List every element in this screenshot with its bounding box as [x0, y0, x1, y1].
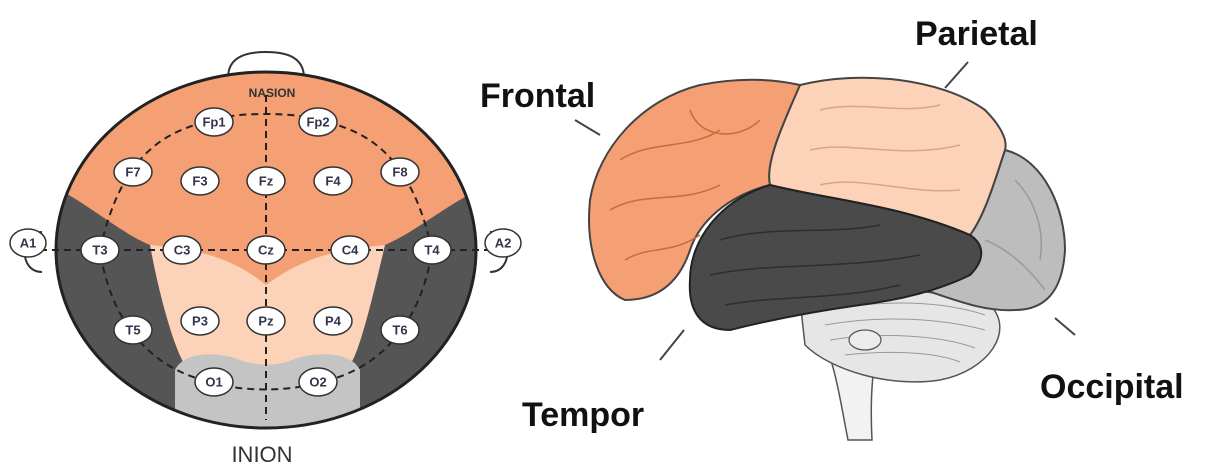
electrode-fp2: Fp2: [299, 108, 337, 136]
temporal-label: Tempor: [522, 396, 644, 434]
frontal-pointer: [575, 120, 600, 135]
electrode-t5: T5: [114, 316, 152, 344]
occipital-label: Occipital: [1040, 368, 1184, 406]
electrode-f7: F7: [114, 158, 152, 186]
electrode-label: P4: [325, 314, 342, 329]
electrode-label: O2: [309, 375, 326, 390]
electrode-t3: T3: [81, 236, 119, 264]
electrode-fp1: Fp1: [195, 108, 233, 136]
electrode-c3: C3: [163, 236, 201, 264]
electrode-cz: Cz: [247, 236, 285, 264]
parietal-pointer: [945, 62, 968, 88]
electrode-label: A2: [495, 236, 512, 251]
electrode-label: P3: [192, 314, 208, 329]
electrode-label: Pz: [258, 314, 274, 329]
electrode-label: T6: [392, 323, 407, 338]
electrode-label: Fz: [259, 174, 274, 189]
electrode-o1: O1: [195, 368, 233, 396]
occipital-pointer: [1055, 318, 1075, 335]
electrode-label: C3: [174, 243, 191, 258]
electrode-o2: O2: [299, 368, 337, 396]
electrode-label: O1: [205, 375, 222, 390]
electrode-label: T5: [125, 323, 140, 338]
parietal-label: Parietal: [915, 15, 1038, 53]
electrode-f3: F3: [181, 167, 219, 195]
electrode-label: F4: [325, 174, 341, 189]
electrode-label: Fp2: [306, 115, 329, 130]
temporal-pointer: [660, 330, 684, 360]
electrode-p4: P4: [314, 307, 352, 335]
electrode-label: Fp1: [202, 115, 225, 130]
electrode-a1: A1: [10, 229, 46, 257]
electrode-t6: T6: [381, 316, 419, 344]
brain-side-view: Frontal Parietal Tempor Occipital: [480, 15, 1184, 440]
inion-label: INION: [231, 442, 292, 467]
electrode-label: C4: [342, 243, 359, 258]
eeg-head-map: NASION Fp1 Fp2 F7 F3 Fz F4 F8 A1 T3 C3 C…: [10, 52, 521, 467]
electrode-t4: T4: [413, 236, 451, 264]
electrode-label: F8: [392, 165, 407, 180]
pons: [849, 330, 881, 350]
nasion-label: NASION: [249, 86, 296, 100]
electrode-label: T4: [424, 243, 440, 258]
electrode-a2: A2: [485, 229, 521, 257]
electrode-f4: F4: [314, 167, 352, 195]
frontal-label: Frontal: [480, 77, 595, 115]
electrode-c4: C4: [331, 236, 369, 264]
electrode-label: A1: [20, 236, 37, 251]
electrode-pz: Pz: [247, 307, 285, 335]
electrode-p3: P3: [181, 307, 219, 335]
electrode-fz: Fz: [247, 167, 285, 195]
electrode-label: F3: [192, 174, 207, 189]
electrode-label: F7: [125, 165, 140, 180]
electrode-label: T3: [92, 243, 107, 258]
electrode-label: Cz: [258, 243, 274, 258]
electrode-f8: F8: [381, 158, 419, 186]
